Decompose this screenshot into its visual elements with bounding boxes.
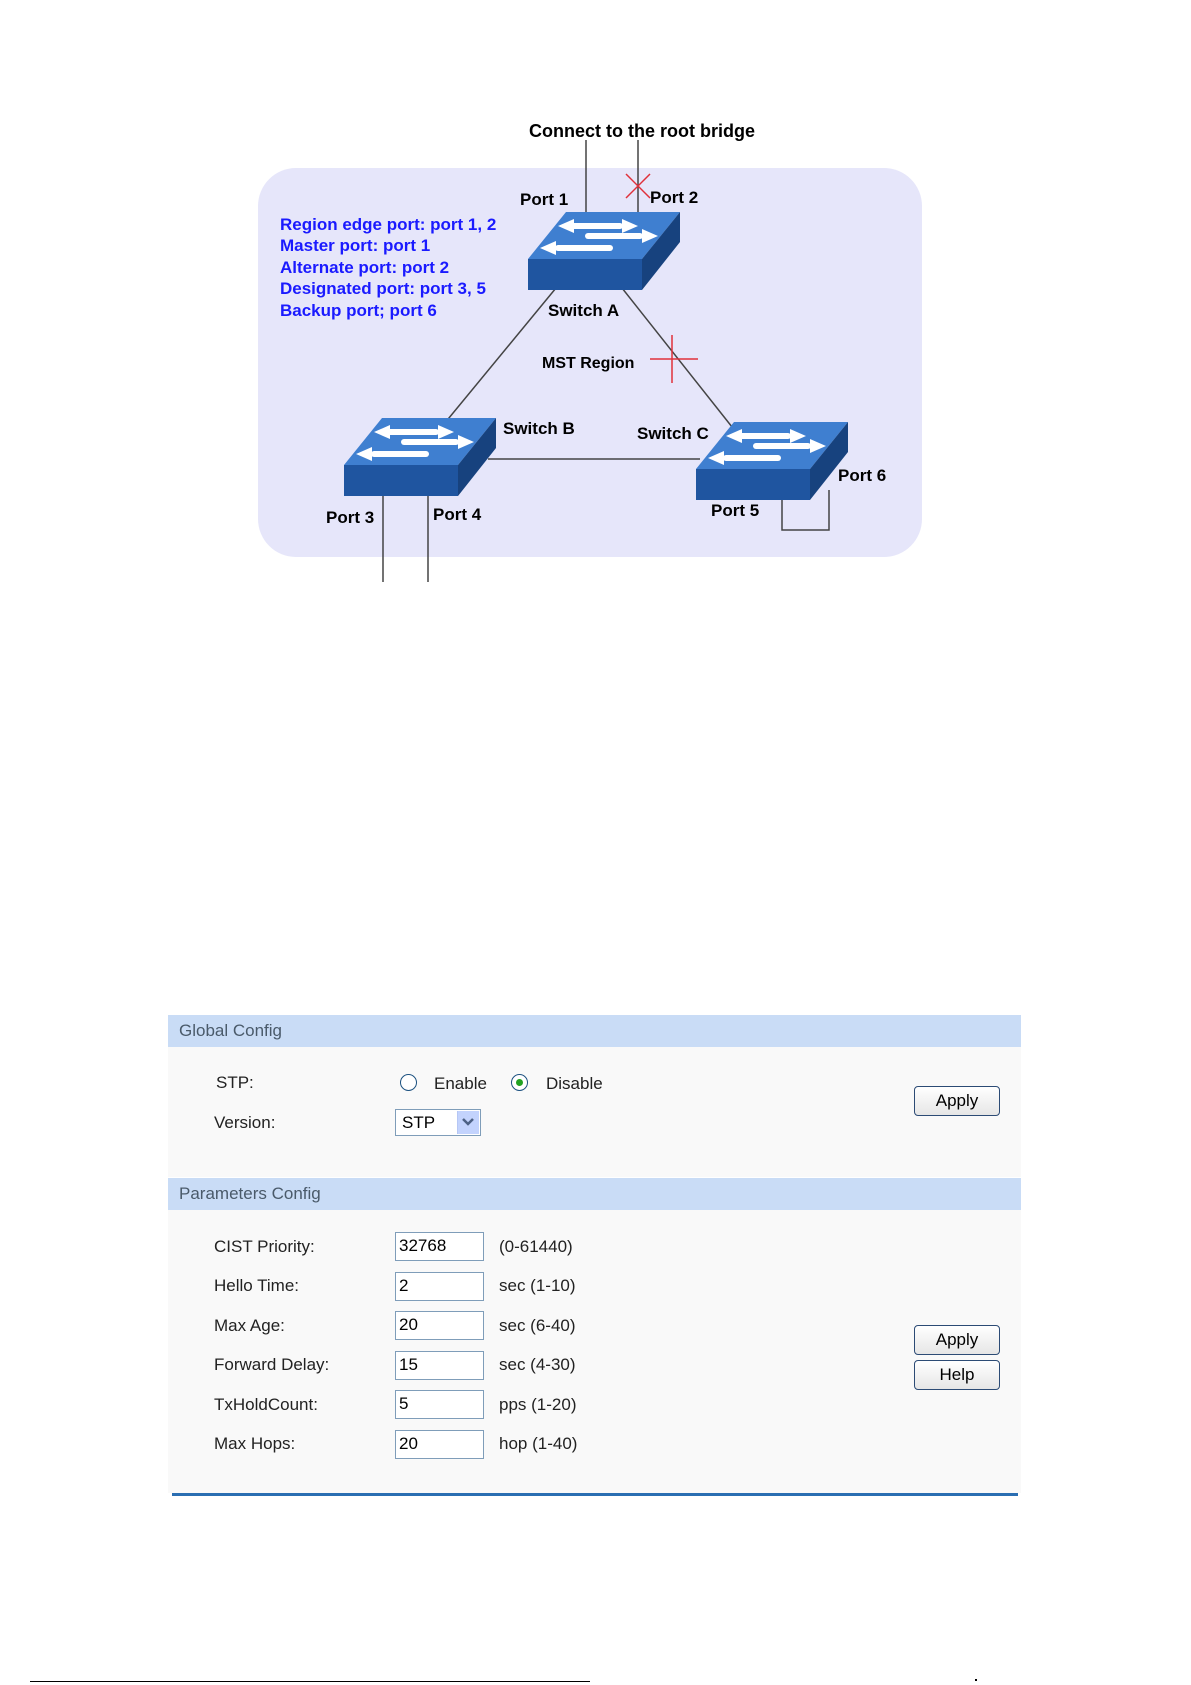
footer-mark bbox=[975, 1679, 977, 1681]
max-hops-input[interactable]: 20 bbox=[395, 1430, 484, 1459]
hello-time-label: Hello Time: bbox=[214, 1276, 300, 1295]
txholdcount-label: TxHoldCount: bbox=[214, 1395, 318, 1414]
port-3-label: Port 3 bbox=[326, 508, 374, 527]
parameters-config-body bbox=[168, 1210, 1021, 1493]
blocked-link-a-c-mark bbox=[650, 335, 698, 383]
version-select-value: STP bbox=[402, 1113, 436, 1132]
switch-b-icon bbox=[344, 418, 496, 496]
stp-disable-label[interactable]: Disable bbox=[546, 1074, 603, 1093]
stp-label: STP: bbox=[216, 1073, 254, 1092]
parameters-config-header: Parameters Config bbox=[168, 1178, 1021, 1210]
cist-priority-input[interactable]: 32768 bbox=[395, 1232, 484, 1261]
chevron-down-icon[interactable] bbox=[457, 1111, 479, 1134]
footer-rule bbox=[30, 1681, 590, 1682]
txholdcount-input[interactable]: 5 bbox=[395, 1390, 484, 1419]
switch-b-label: Switch B bbox=[503, 419, 575, 438]
diagram-title: Connect to the root bridge bbox=[529, 121, 755, 141]
global-config-body bbox=[168, 1047, 1021, 1177]
global-apply-button[interactable]: Apply bbox=[914, 1086, 1000, 1116]
version-select[interactable]: STP bbox=[395, 1109, 481, 1136]
stp-disable-radio[interactable] bbox=[511, 1074, 528, 1091]
legend-line-4: Designated port: port 3, 5 bbox=[280, 279, 486, 298]
legend-line-5: Backup port; port 6 bbox=[280, 301, 437, 320]
stp-enable-radio[interactable] bbox=[400, 1074, 417, 1091]
parameters-apply-button[interactable]: Apply bbox=[914, 1325, 1000, 1355]
hello-time-input[interactable]: 2 bbox=[395, 1272, 484, 1301]
loopback-port-5-6 bbox=[781, 476, 830, 531]
max-age-label: Max Age: bbox=[214, 1316, 285, 1335]
max-age-range: sec (6-40) bbox=[499, 1316, 576, 1335]
port-2-label: Port 2 bbox=[650, 188, 698, 207]
blocked-port-2-mark bbox=[625, 173, 651, 199]
port-1-label: Port 1 bbox=[520, 190, 568, 209]
forward-delay-label: Forward Delay: bbox=[214, 1355, 330, 1374]
max-age-input[interactable]: 20 bbox=[395, 1311, 484, 1340]
link-a-b bbox=[443, 287, 557, 425]
global-config-header: Global Config bbox=[168, 1015, 1021, 1047]
txholdcount-range: pps (1-20) bbox=[499, 1395, 577, 1414]
port-4-label: Port 4 bbox=[433, 505, 482, 524]
mst-topology-diagram: Connect to the root bridge Port 1 Port 2… bbox=[258, 121, 922, 582]
forward-delay-range: sec (4-30) bbox=[499, 1355, 576, 1374]
legend-line-2: Master port: port 1 bbox=[280, 236, 430, 255]
switch-c-icon bbox=[696, 422, 848, 500]
parameters-help-button[interactable]: Help bbox=[914, 1360, 1000, 1390]
link-a-c bbox=[621, 287, 737, 433]
max-hops-range: hop (1-40) bbox=[499, 1434, 578, 1453]
version-label: Version: bbox=[214, 1113, 276, 1132]
max-hops-label: Max Hops: bbox=[214, 1434, 296, 1453]
port-5-label: Port 5 bbox=[711, 501, 759, 520]
forward-delay-input[interactable]: 15 bbox=[395, 1351, 484, 1380]
cist-priority-label: CIST Priority: bbox=[214, 1237, 315, 1256]
switch-a-icon bbox=[528, 212, 680, 290]
cist-priority-range: (0-61440) bbox=[499, 1237, 573, 1256]
switch-a-label: Switch A bbox=[548, 301, 619, 320]
legend-line-1: Region edge port: port 1, 2 bbox=[280, 215, 496, 234]
stp-enable-label[interactable]: Enable bbox=[434, 1074, 487, 1093]
hello-time-range: sec (1-10) bbox=[499, 1276, 576, 1295]
mst-region-label: MST Region bbox=[542, 355, 634, 372]
switch-c-label: Switch C bbox=[637, 424, 709, 443]
legend-line-3: Alternate port: port 2 bbox=[280, 258, 449, 277]
panel-bottom-rule bbox=[172, 1493, 1018, 1496]
port-6-label: Port 6 bbox=[838, 466, 886, 485]
